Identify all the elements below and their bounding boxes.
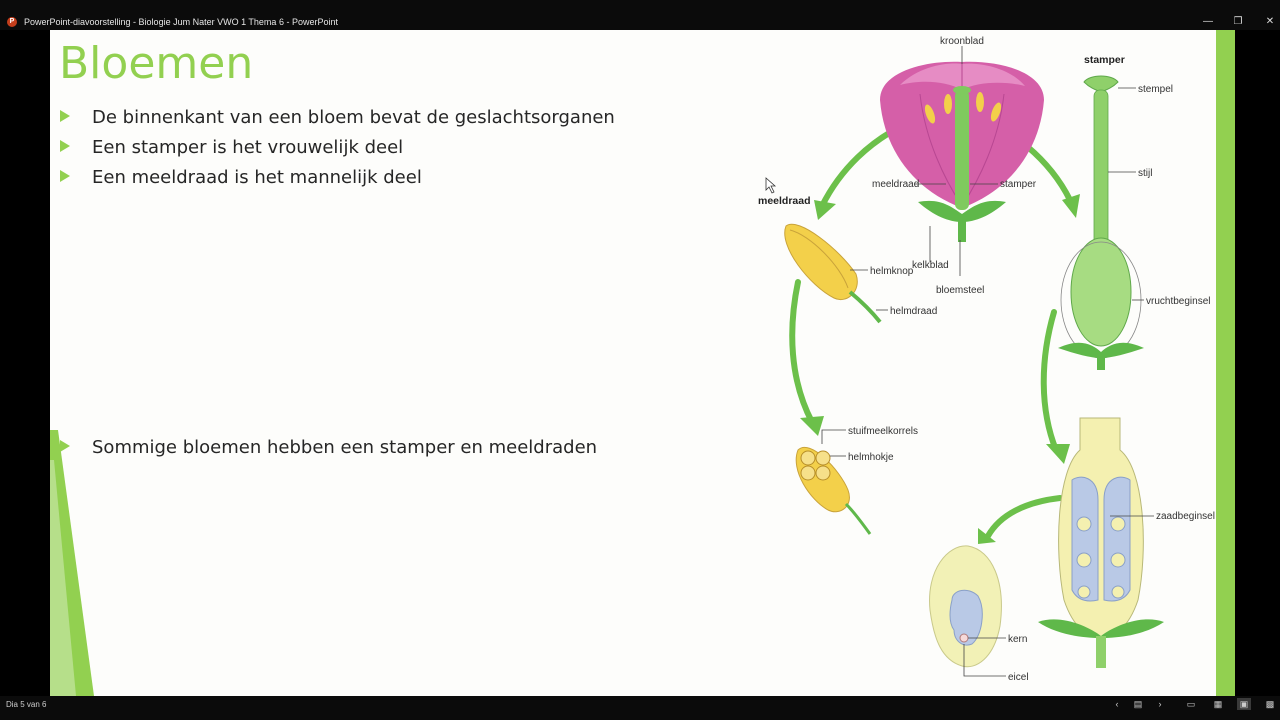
flower-diagram: kroonblad stamper stempel stijl meeldraa… xyxy=(758,36,1215,683)
bullet-item: Sommige bloemen hebben een stamper en me… xyxy=(60,437,597,459)
ovule-illustration xyxy=(929,545,1002,668)
label-helmdraad: helmdraad xyxy=(890,306,937,317)
label-kern: kern xyxy=(1008,634,1027,645)
anther-cross-section xyxy=(795,447,872,535)
label-eicel: eicel xyxy=(1008,672,1029,683)
slideshow-icon[interactable]: ▩ xyxy=(1265,699,1275,709)
reading-view-icon[interactable]: ▣ xyxy=(1237,698,1251,710)
label-bloemsteel: bloemsteel xyxy=(936,285,984,296)
label-meeldraad-heading: meeldraad xyxy=(758,195,811,207)
next-icon[interactable]: › xyxy=(1158,699,1162,709)
label-kelkblad: kelkblad xyxy=(912,260,949,271)
normal-view-icon[interactable]: ▭ xyxy=(1186,699,1196,709)
close-icon[interactable]: ✕ xyxy=(1265,16,1275,27)
bullet-item: De binnenkant van een bloem bevat de ges… xyxy=(60,107,615,129)
label-helmknop: helmknop xyxy=(870,266,914,277)
label-meeldraad: meeldraad xyxy=(872,179,919,190)
slide-menu-icon[interactable]: ▤ xyxy=(1133,699,1143,709)
slide-sorter-icon[interactable]: ▦ xyxy=(1213,699,1223,709)
bullet-arrow-icon xyxy=(60,140,70,152)
label-zaadbeginsel: zaadbeginsel xyxy=(1156,511,1215,522)
bullet-arrow-icon xyxy=(60,170,70,182)
bullet-arrow-icon xyxy=(60,110,70,122)
mouse-cursor-icon xyxy=(765,177,777,194)
label-stempel: stempel xyxy=(1138,84,1173,95)
slide-canvas[interactable]: Bloemen De binnenkant van een bloem beva… xyxy=(50,30,1235,696)
bullet-item: Een stamper is het vrouwelijk deel xyxy=(60,137,403,159)
restore-icon[interactable]: ❐ xyxy=(1233,16,1243,27)
right-accent-bar xyxy=(1216,30,1235,696)
label-stamper-heading: stamper xyxy=(1084,54,1125,66)
label-stamper: stamper xyxy=(1000,179,1037,190)
status-bar: Dia 5 van 6 ‹ ▤ › ▭ ▦ ▣ ▩ xyxy=(0,696,1280,720)
flower-illustration xyxy=(880,61,1044,242)
slide-indicator: Dia 5 van 6 xyxy=(6,700,47,709)
label-kroonblad: kroonblad xyxy=(940,36,984,47)
label-vruchtbeginsel: vruchtbeginsel xyxy=(1146,296,1210,307)
ovary-cross-section xyxy=(1038,417,1164,668)
minimize-icon[interactable]: — xyxy=(1203,16,1213,27)
bullet-arrow-icon xyxy=(60,440,70,452)
stamen-illustration xyxy=(784,223,882,324)
leader-lines xyxy=(821,46,1154,677)
left-accent-shape xyxy=(50,430,94,696)
label-stuifmeelkorrels: stuifmeelkorrels xyxy=(848,426,918,437)
arrow-heads xyxy=(800,194,1080,544)
previous-icon[interactable]: ‹ xyxy=(1115,699,1119,709)
bullet-item: Een meeldraad is het mannelijk deel xyxy=(60,167,422,189)
title-bar: P PowerPoint-diavoorstelling - Biologie … xyxy=(0,0,1280,30)
pistil-illustration xyxy=(1058,75,1144,370)
powerpoint-icon: P xyxy=(7,17,17,27)
window-title: PowerPoint-diavoorstelling - Biologie Ju… xyxy=(24,17,338,27)
label-stijl: stijl xyxy=(1138,168,1152,179)
label-helmhokje: helmhokje xyxy=(848,452,894,463)
slide-title: Bloemen xyxy=(59,38,254,89)
